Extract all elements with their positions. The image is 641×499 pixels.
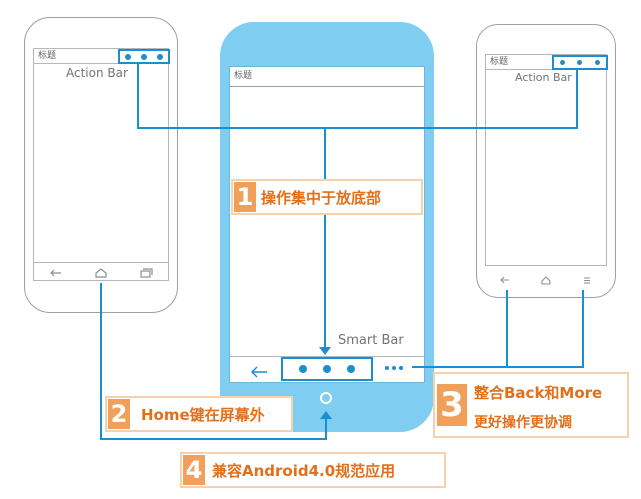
back-icon[interactable] (498, 275, 512, 285)
home-icon[interactable] (539, 275, 553, 285)
connector-line (576, 68, 578, 128)
back-icon[interactable] (49, 268, 63, 278)
overflow-dot (577, 60, 583, 65)
connector-line (137, 62, 139, 128)
right-phone-title: 标题 (486, 55, 606, 70)
center-phone-screen: 标题 (229, 66, 425, 383)
center-smart-bar (230, 356, 424, 382)
action-dot (347, 365, 355, 373)
recents-icon[interactable] (139, 267, 153, 278)
callout-number: 1 (234, 182, 256, 212)
arrow-head-icon (320, 411, 332, 419)
callout-text-line2: 更好操作更协调 (474, 415, 572, 431)
action-dot (299, 365, 307, 373)
connector-line (412, 366, 584, 368)
left-phone-screen: 标题 (33, 48, 170, 282)
callout-text: 兼容Android4.0规范应用 (212, 462, 396, 480)
overflow-dot (560, 60, 566, 65)
connector-line (324, 127, 326, 349)
connector-line (100, 283, 102, 440)
right-action-bar-label: Action Bar (515, 71, 572, 84)
overflow-dot (125, 53, 131, 60)
connector-line (325, 418, 327, 440)
back-arrow-icon[interactable] (250, 363, 268, 378)
smart-bar-label: Smart Bar (338, 333, 404, 348)
callout-number: 2 (108, 399, 130, 429)
left-phone: 标题 (24, 17, 178, 313)
left-system-navbar (34, 262, 168, 282)
callout-text: Home键在屏幕外 (141, 406, 265, 424)
left-phone-title: 标题 (34, 49, 168, 64)
callout-number: 3 (437, 384, 467, 426)
connector-line (137, 127, 578, 129)
arrow-head-icon (319, 347, 331, 355)
callout-1 (231, 179, 423, 215)
center-phone: 标题 (220, 22, 434, 432)
more-icon[interactable] (385, 366, 403, 370)
home-button-icon[interactable] (320, 392, 332, 404)
action-dot (323, 365, 331, 373)
callout-4 (180, 452, 446, 488)
left-action-bar-label: Action Bar (66, 66, 128, 80)
center-actions-button[interactable] (281, 357, 373, 381)
menu-icon[interactable] (580, 275, 594, 285)
left-overflow-button[interactable] (118, 49, 170, 64)
right-overflow-button[interactable] (552, 55, 608, 70)
overflow-dot (157, 53, 163, 60)
callout-text-line1: 整合Back和More (474, 384, 603, 402)
home-icon[interactable] (94, 267, 108, 278)
connector-line (506, 290, 508, 367)
overflow-dot (594, 60, 600, 65)
right-hardware-keys (485, 273, 607, 287)
callout-2 (105, 396, 293, 432)
connector-line (100, 438, 327, 440)
right-phone: 标题 (476, 24, 616, 298)
callout-number: 4 (183, 455, 205, 485)
overflow-dot (141, 53, 147, 60)
right-phone-screen: 标题 (485, 54, 608, 266)
connector-line (582, 290, 584, 367)
callout-text: 操作集中于放底部 (261, 189, 382, 207)
center-phone-title: 标题 (230, 67, 424, 87)
